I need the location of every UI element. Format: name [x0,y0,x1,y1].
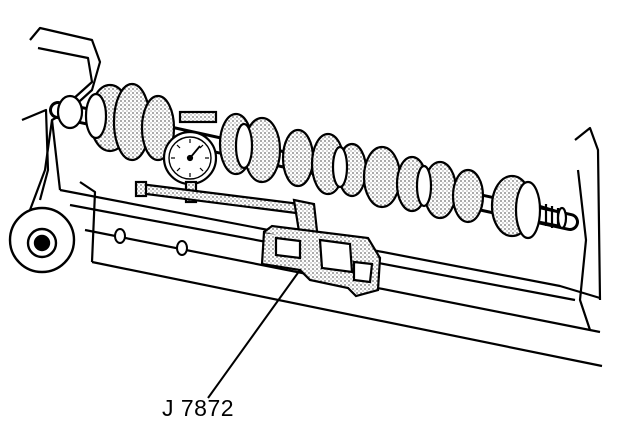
dial-indicator-icon [162,110,218,204]
magnetic-base-icon [260,224,382,298]
rail-holes [114,228,188,256]
leader-line [207,269,301,399]
camshaft-icon [49,82,579,240]
tool-number-label: J 7872 [162,395,235,421]
bearing-boss [8,206,76,274]
